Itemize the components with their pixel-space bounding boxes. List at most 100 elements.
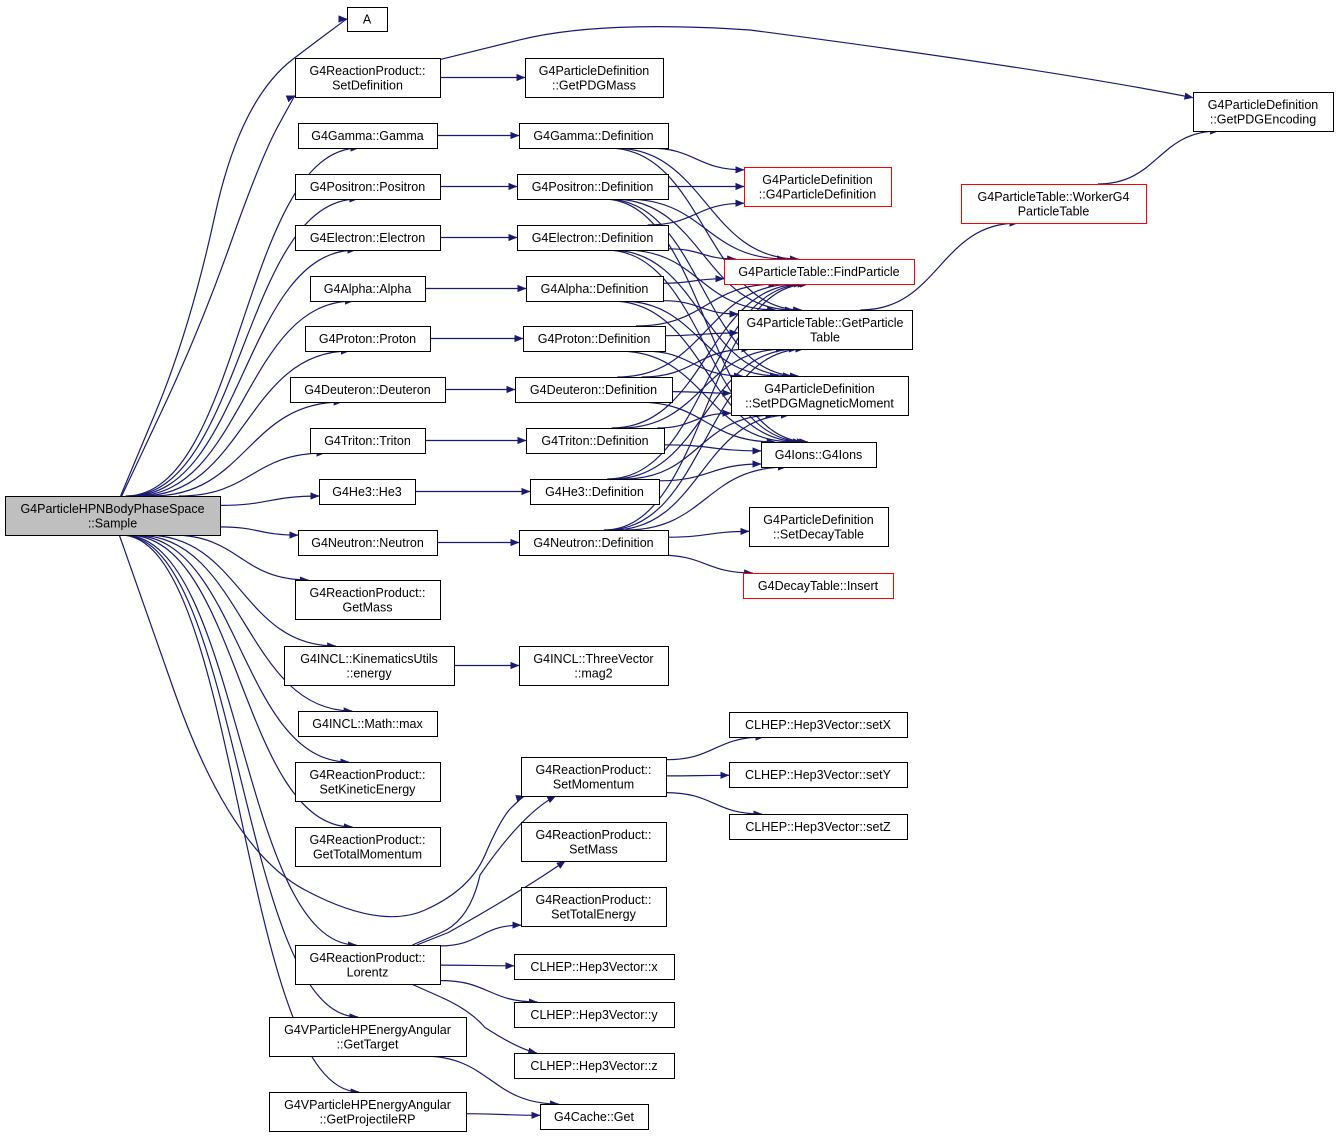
node-deuteron_def[interactable]: G4Deuteron::Definition: [515, 377, 673, 403]
node-label: G4Triton::Definition: [541, 434, 648, 448]
node-neutron[interactable]: G4Neutron::Neutron: [298, 530, 438, 556]
node-rp_setmass[interactable]: G4ReactionProduct::SetMass: [521, 822, 667, 862]
node-pd_getpdgenc[interactable]: G4ParticleDefinition::GetPDGEncoding: [1193, 92, 1334, 132]
node-incl_max[interactable]: G4INCL::Math::max: [298, 711, 438, 737]
node-box: [269, 1092, 467, 1132]
node-rp_lorentz[interactable]: G4ReactionProduct::Lorentz: [295, 945, 441, 985]
node-alpha[interactable]: G4Alpha::Alpha: [310, 276, 426, 302]
edge-rp_lorentz-to-vy: [439, 979, 538, 1006]
edge-proton_def-to-pd_setmag: [643, 350, 743, 380]
node-setZ[interactable]: CLHEP::Hep3Vector::setZ: [729, 814, 908, 840]
node-vx[interactable]: CLHEP::Hep3Vector::x: [514, 954, 675, 980]
node-rp_settote[interactable]: G4ReactionProduct::SetTotalEnergy: [521, 887, 667, 927]
node-vy[interactable]: CLHEP::Hep3Vector::y: [514, 1002, 675, 1028]
node-pd_getpdgmass[interactable]: G4ParticleDefinition::GetPDGMass: [525, 58, 664, 98]
edge-electron_def-to-pd_ctor: [647, 199, 745, 226]
node-neutron_def[interactable]: G4Neutron::Definition: [519, 530, 669, 556]
node-box: [517, 174, 669, 200]
node-proton_def[interactable]: G4Proton::Definition: [523, 326, 666, 352]
edge-alpha_def-to-pt_find: [662, 275, 725, 284]
node-box: [295, 945, 441, 985]
node-rp_setdef[interactable]: G4ReactionProduct::SetDefinition: [295, 58, 441, 98]
node-label: G4ParticleDefinition: [764, 382, 875, 396]
node-label: G4Electron::Electron: [310, 231, 425, 245]
node-rp_setmom[interactable]: G4ReactionProduct::SetMomentum: [521, 757, 667, 797]
node-ea_getproj[interactable]: G4VParticleHPEnergyAngular::GetProjectil…: [269, 1092, 467, 1132]
node-A[interactable]: A: [347, 7, 388, 32]
node-box: [731, 376, 909, 416]
edge-root-to-rp_setke: [131, 534, 350, 766]
node-he3[interactable]: G4He3::He3: [319, 479, 416, 505]
node-label: G4ReactionProduct::: [535, 893, 651, 907]
node-pd_setmag[interactable]: G4ParticleDefinition::SetPDGMagneticMome…: [731, 376, 909, 416]
node-label: G4Positron::Positron: [310, 180, 425, 194]
node-box: [310, 428, 426, 454]
node-box: [743, 573, 894, 599]
node-label: G4ParticleHPNBodyPhaseSpace: [20, 502, 204, 516]
edge-alpha_def-to-ions: [611, 300, 803, 446]
node-dt_insert[interactable]: G4DecayTable::Insert: [743, 573, 894, 599]
node-positron[interactable]: G4Positron::Positron: [295, 174, 441, 200]
node-label: ::energy: [346, 666, 392, 680]
edge-positron_def-to-ions: [602, 198, 809, 446]
node-box: [530, 479, 660, 505]
node-label: G4ParticleDefinition: [539, 64, 650, 78]
node-label: G4Positron::Definition: [532, 180, 654, 194]
edge-root-to-rp_gettotmom: [127, 534, 353, 831]
node-he3_def[interactable]: G4He3::Definition: [530, 479, 660, 505]
edge-rp_setmom-to-setX: [665, 733, 765, 761]
node-gamma[interactable]: G4Gamma::Gamma: [298, 123, 438, 149]
node-deuteron[interactable]: G4Deuteron::Deuteron: [290, 377, 446, 403]
node-triton_def[interactable]: G4Triton::Definition: [526, 428, 665, 454]
node-rp_getmass[interactable]: G4ReactionProduct::GetMass: [295, 580, 441, 620]
node-label: CLHEP::Hep3Vector::setZ: [745, 820, 891, 834]
node-positron_def[interactable]: G4Positron::Definition: [517, 174, 669, 200]
edge-deuteron_def-to-ions: [636, 401, 776, 446]
edge-neutron_def-to-pd_setmag: [612, 411, 790, 531]
node-label: G4Proton::Definition: [538, 332, 651, 346]
node-box: [761, 442, 877, 468]
node-box: [724, 259, 915, 285]
node-incl_energy[interactable]: G4INCL::KinematicsUtils::energy: [284, 646, 455, 686]
node-rp_setke[interactable]: G4ReactionProduct::SetKineticEnergy: [295, 762, 441, 802]
edge-alpha_def-to-pt_get: [662, 300, 739, 318]
node-cache_get[interactable]: G4Cache::Get: [540, 1104, 649, 1130]
node-label: G4ParticleTable::FindParticle: [738, 265, 899, 279]
node-label: G4He3::Definition: [545, 485, 644, 499]
node-label: ::GetPDGMass: [552, 78, 636, 92]
node-vz[interactable]: CLHEP::Hep3Vector::z: [514, 1053, 675, 1079]
node-pd_ctor[interactable]: G4ParticleDefinition::G4ParticleDefiniti…: [744, 167, 892, 207]
node-setY[interactable]: CLHEP::Hep3Vector::setY: [729, 762, 908, 788]
node-electron[interactable]: G4Electron::Electron: [295, 225, 441, 251]
node-setX[interactable]: CLHEP::Hep3Vector::setX: [729, 712, 908, 738]
node-ions[interactable]: G4Ions::G4Ions: [761, 442, 877, 468]
node-triton[interactable]: G4Triton::Triton: [310, 428, 426, 454]
node-box: [514, 1002, 675, 1028]
node-ea_gettarget[interactable]: G4VParticleHPEnergyAngular::GetTarget: [269, 1017, 467, 1057]
edge-positron_def-to-pt_find: [625, 198, 787, 263]
edge-proton_def-to-pt_get: [664, 329, 739, 337]
node-pt_find[interactable]: G4ParticleTable::FindParticle: [724, 259, 915, 285]
edge-root-to-positron: [127, 195, 359, 497]
edge-pt_get-to-pt_worker: [860, 219, 1019, 311]
node-label: G4VParticleHPEnergyAngular: [284, 1023, 451, 1037]
node-label: CLHEP::Hep3Vector::setX: [745, 718, 892, 732]
node-gamma_def[interactable]: G4Gamma::Definition: [519, 123, 669, 149]
node-electron_def[interactable]: G4Electron::Definition: [517, 225, 669, 251]
node-box: [519, 123, 669, 149]
edge-root-to-rp_setmom: [118, 534, 525, 918]
node-incl_mag2[interactable]: G4INCL::ThreeVector::mag2: [519, 646, 669, 686]
edge-deuteron_def-to-pt_find: [617, 280, 796, 378]
edge-electron_def-to-pd_setmag: [610, 249, 792, 380]
node-proton[interactable]: G4Proton::Proton: [305, 326, 431, 352]
node-rp_gettotmom[interactable]: G4ReactionProduct::GetTotalMomentum: [295, 827, 441, 867]
edge-root-to-electron: [130, 246, 357, 497]
node-pd_setdecay[interactable]: G4ParticleDefinition::SetDecayTable: [749, 507, 889, 547]
node-alpha_def[interactable]: G4Alpha::Definition: [526, 276, 664, 302]
node-label: G4Deuteron::Deuteron: [304, 383, 431, 397]
node-label: SetMomentum: [553, 777, 634, 791]
node-label: SetTotalEnergy: [551, 907, 637, 921]
node-label: G4Alpha::Alpha: [324, 282, 412, 296]
